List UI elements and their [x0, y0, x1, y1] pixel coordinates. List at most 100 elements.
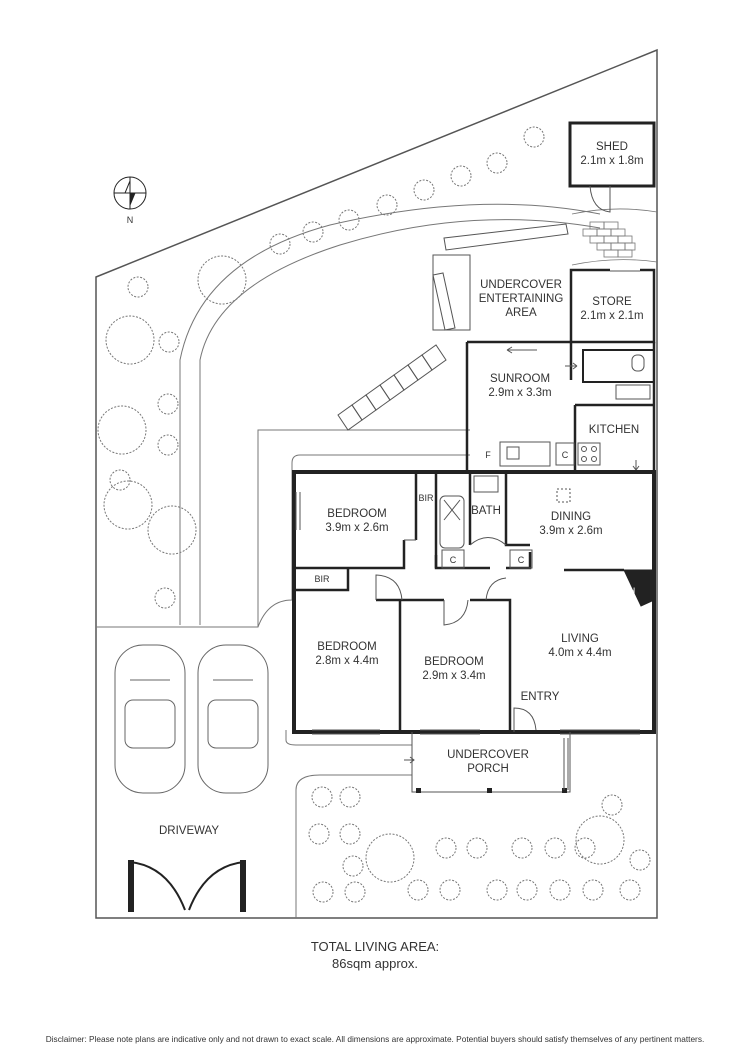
porch-outline	[411, 732, 571, 793]
pavement-edge-2	[257, 429, 470, 627]
garden-trees	[97, 126, 651, 903]
shrub-icon	[127, 276, 149, 298]
shrub-icon	[413, 179, 435, 201]
shrub-icon	[486, 879, 508, 901]
compass-icon	[113, 176, 147, 210]
laundry-wc	[582, 349, 655, 383]
door-swings	[375, 537, 537, 732]
shrub-icon	[308, 823, 330, 845]
disclaimer-text: Disclaimer: Please note plans are indica…	[45, 1034, 705, 1044]
shed-name: SHED	[596, 141, 628, 153]
shrub-icon	[338, 209, 360, 231]
entry-name: ENTRY	[521, 691, 560, 703]
dining-size: 3.9m x 2.6m	[539, 525, 602, 537]
porch-line2: PORCH	[467, 763, 509, 775]
shrub-icon	[582, 879, 604, 901]
cupboard-kitchen-box	[555, 442, 575, 466]
tree-icon	[105, 315, 155, 365]
toilet-icon	[631, 354, 645, 372]
shrub-icon	[339, 823, 361, 845]
cooktop-icon	[577, 442, 601, 466]
shrub-icon	[407, 879, 429, 901]
retaining-wall	[443, 223, 569, 251]
shrub-icon	[511, 837, 533, 859]
shrub-icon	[376, 194, 398, 216]
heater-label: H	[629, 586, 636, 596]
total-living-area-title: TOTAL LIVING AREA:	[310, 939, 440, 954]
sink-icon	[615, 384, 651, 400]
tree-icon	[197, 255, 247, 305]
shrub-icon	[486, 152, 508, 174]
total-living-area-value: 86sqm approx.	[332, 956, 418, 971]
entertaining-area-outline	[432, 254, 471, 331]
bathtub-icon	[439, 495, 465, 549]
shrub-icon	[311, 786, 333, 808]
vanity-icon	[473, 475, 499, 493]
cupboard-bath-label: C	[450, 555, 457, 565]
kitchen-sink-icon	[506, 446, 520, 460]
shrub-icon	[158, 331, 180, 353]
cupboard-dining-box	[509, 549, 533, 569]
kitchen-wall	[573, 342, 656, 470]
shrub-icon	[439, 879, 461, 901]
shrub-icon	[549, 879, 571, 901]
dining-name: DINING	[551, 511, 591, 523]
bedroom-2-size: 2.8m x 4.4m	[315, 655, 378, 667]
shrub-icon	[601, 794, 623, 816]
store-size: 2.1m x 2.1m	[580, 310, 643, 322]
stepping-stones	[337, 272, 456, 431]
kitchen-arrow	[632, 460, 640, 471]
tree-icon	[147, 505, 197, 555]
porch-arrow	[404, 756, 415, 764]
porch-line1: UNDERCOVER	[447, 749, 529, 761]
entertaining-line1: UNDERCOVER	[480, 279, 562, 291]
shrub-icon	[574, 837, 596, 859]
shrub-icon	[619, 879, 641, 901]
shrub-icon	[269, 233, 291, 255]
fridge-label: F	[485, 450, 491, 460]
garden-path-inner	[199, 219, 601, 625]
shed-door	[589, 185, 611, 213]
bedroom-2-name: BEDROOM	[317, 641, 376, 653]
car-icon	[114, 644, 269, 794]
shower-icon	[443, 499, 461, 521]
sunroom-size: 2.9m x 3.3m	[488, 387, 551, 399]
paving-curve	[571, 208, 658, 266]
porch-step-path	[285, 730, 412, 746]
shrub-icon	[450, 165, 472, 187]
entertaining-line3: AREA	[505, 307, 537, 319]
shrub-icon	[342, 855, 364, 877]
bedroom-1-name: BEDROOM	[327, 508, 386, 520]
heater-icon	[623, 569, 655, 607]
store-name: STORE	[592, 296, 632, 308]
kitchen-name: KITCHEN	[589, 424, 639, 436]
shrub-icon	[544, 837, 566, 859]
driveway-name: DRIVEWAY	[159, 825, 219, 837]
cupboard-kitchen-label: C	[562, 450, 569, 460]
tree-icon	[97, 405, 147, 455]
shrub-icon	[466, 837, 488, 859]
sunroom-name: SUNROOM	[490, 373, 550, 385]
shrub-icon	[516, 879, 538, 901]
shrub-icon	[154, 587, 176, 609]
shrub-icon	[302, 221, 324, 243]
living-name: LIVING	[561, 633, 599, 645]
cupboard-dining-label: C	[518, 555, 525, 565]
shrub-icon	[339, 786, 361, 808]
bath-name: BATH	[471, 505, 501, 517]
bir-top-label: BIR	[418, 493, 434, 503]
sunroom-door-arrow	[506, 346, 537, 354]
compass-north-label: N	[127, 215, 134, 225]
driveway-gate	[129, 861, 245, 911]
brick-paving	[582, 221, 636, 258]
sunroom-arrow-right	[565, 362, 578, 370]
shrub-icon	[435, 837, 457, 859]
garden-path	[179, 203, 601, 625]
shrub-icon	[523, 126, 545, 148]
shed-outline	[568, 121, 656, 188]
bedroom-1-size: 3.9m x 2.6m	[325, 522, 388, 534]
dining-light-icon	[556, 488, 571, 503]
kitchen-bench	[499, 441, 551, 467]
tree-icon	[103, 480, 153, 530]
